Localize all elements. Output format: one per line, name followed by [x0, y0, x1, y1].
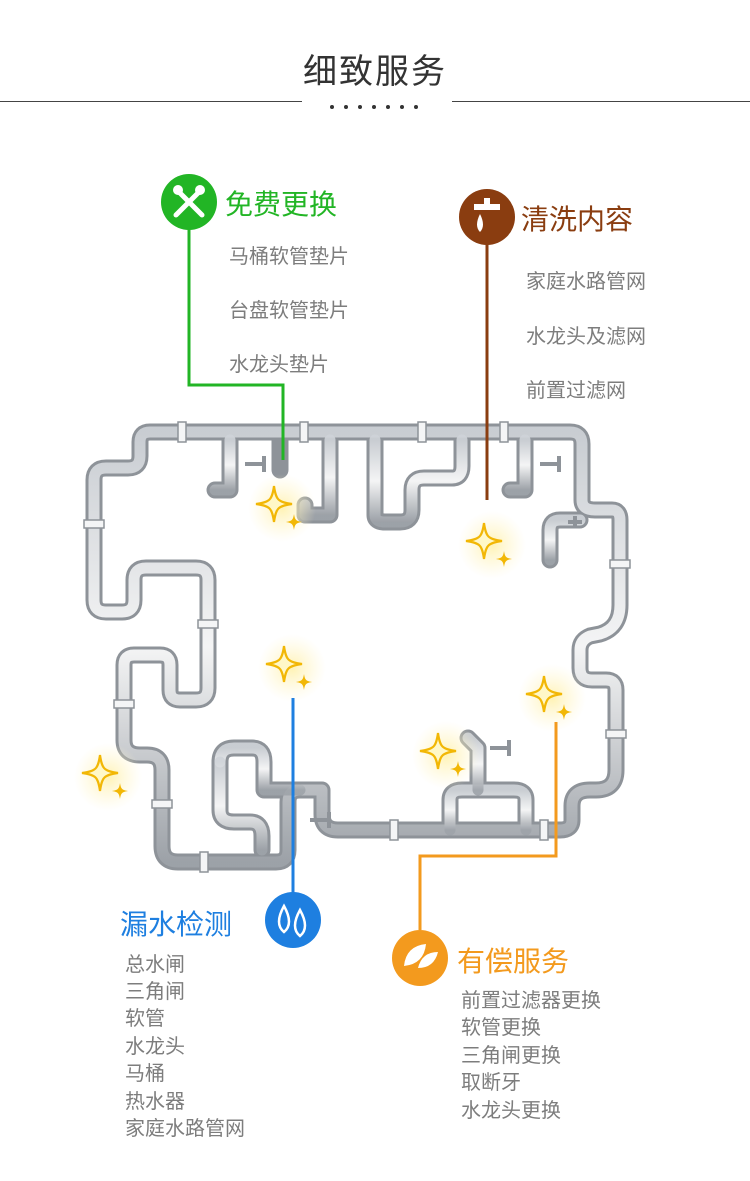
list-item: 取断牙	[461, 1070, 521, 1094]
list-item: 软管更换	[461, 1015, 541, 1039]
list-item: 水龙头更换	[461, 1098, 561, 1122]
list-item: 水龙头垫片	[229, 352, 329, 376]
page-title: 细致服务	[303, 52, 447, 92]
faucet-icon	[459, 189, 515, 245]
divider-right	[452, 101, 750, 102]
list-item: 台盘软管垫片	[229, 298, 349, 322]
section-clean-title: 清洗内容	[521, 203, 634, 236]
divider-left	[0, 101, 302, 102]
list-item: 三角闸更换	[461, 1043, 561, 1067]
list-item: 马桶软管垫片	[229, 244, 349, 268]
list-item: 家庭水路管网	[125, 1116, 245, 1140]
section-leak-title: 漏水检测	[120, 908, 233, 941]
list-item: 前置过滤网	[526, 378, 626, 402]
list-item: 前置过滤器更换	[461, 988, 601, 1012]
list-item: 热水器	[125, 1089, 185, 1113]
divider-dots	[325, 96, 425, 109]
section-paid-title: 有偿服务	[457, 945, 570, 978]
list-item: 总水闸	[125, 952, 185, 976]
list-item: 家庭水路管网	[526, 269, 646, 293]
section-free-title: 免费更换	[225, 188, 338, 221]
list-item: 三角闸	[125, 979, 185, 1003]
list-item: 水龙头及滤网	[526, 324, 646, 348]
water-drop-icon	[265, 892, 321, 948]
list-item: 水龙头	[125, 1034, 185, 1058]
list-item: 马桶	[125, 1061, 165, 1085]
list-item: 软管	[125, 1006, 165, 1030]
